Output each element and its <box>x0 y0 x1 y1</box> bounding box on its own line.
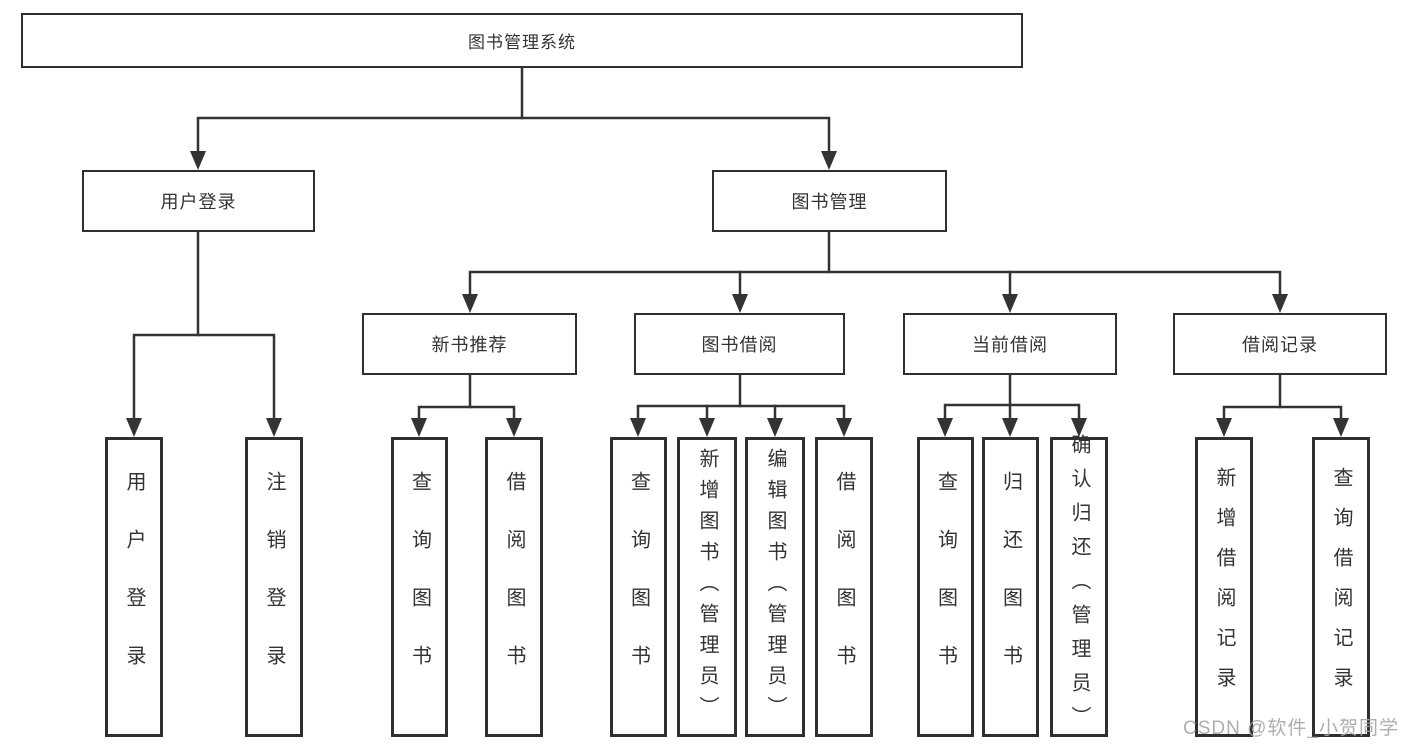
leaf-borrow-books: 借阅图书 <box>815 437 873 737</box>
node-label: 新增图书（管理员） <box>696 447 718 727</box>
node-new-book-recommend: 新书推荐 <box>362 313 577 375</box>
csdn-watermark: CSDN @软件_小贺同学 <box>1183 718 1399 739</box>
leaf-add-borrow-record: 新增借阅记录 <box>1195 437 1253 737</box>
arrowhead <box>630 418 646 437</box>
arrowhead <box>1272 294 1288 313</box>
node-label: 借阅图书 <box>833 471 855 703</box>
node-label: 注销登录 <box>263 471 285 703</box>
arrowhead <box>732 294 748 313</box>
leaf-add-books-admin: 新增图书（管理员） <box>677 437 737 737</box>
arrowhead <box>411 418 427 437</box>
node-label: 确认归还（管理员） <box>1068 434 1090 740</box>
arrowhead <box>1071 418 1087 437</box>
node-label: 查询借阅记录 <box>1330 467 1352 707</box>
node-book-management: 图书管理 <box>712 170 947 232</box>
connector-current-borrow-children <box>937 373 1087 437</box>
leaf-borrow-books: 借阅图书 <box>485 437 543 737</box>
connector-new-book-children <box>411 373 522 437</box>
connector-book-borrow-children <box>630 373 852 437</box>
node-book-borrow: 图书借阅 <box>634 313 845 375</box>
leaf-query-books: 查询图书 <box>391 437 448 737</box>
leaf-user-login: 用户登录 <box>105 437 163 737</box>
connector-user-login-children <box>126 230 282 437</box>
arrowhead <box>266 418 282 437</box>
leaf-return-books: 归还图书 <box>982 437 1039 737</box>
node-label: 新书推荐 <box>431 335 508 355</box>
arrowhead <box>821 151 837 170</box>
node-label: 借阅图书 <box>503 471 525 703</box>
leaf-query-borrow-record: 查询借阅记录 <box>1312 437 1370 737</box>
node-library-management-system: 图书管理系统 <box>21 13 1023 68</box>
arrowhead <box>1002 418 1018 437</box>
node-label: 当前借阅 <box>972 335 1048 355</box>
node-label: 图书管理 <box>791 192 868 212</box>
node-borrow-records: 借阅记录 <box>1173 313 1387 375</box>
node-label: 图书管理系统 <box>468 33 576 52</box>
node-label: 查询图书 <box>627 471 650 703</box>
arrowhead <box>836 418 852 437</box>
node-label: 新增借阅记录 <box>1213 467 1235 707</box>
arrowhead <box>126 418 142 437</box>
node-label: 归还图书 <box>999 471 1022 703</box>
leaf-confirm-return-admin: 确认归还（管理员） <box>1050 434 1108 740</box>
leaf-query-books: 查询图书 <box>917 437 974 737</box>
arrowhead <box>767 418 783 437</box>
node-label: 用户登录 <box>123 471 145 703</box>
arrowhead <box>1216 418 1232 437</box>
leaf-logout: 注销登录 <box>245 437 303 737</box>
node-label: 用户登录 <box>160 192 237 212</box>
node-label: 查询图书 <box>934 471 957 703</box>
connector-root-to-level2 <box>190 66 837 170</box>
node-label: 图书借阅 <box>701 335 778 355</box>
node-current-borrow: 当前借阅 <box>903 313 1117 375</box>
arrowhead <box>462 294 478 313</box>
arrowhead <box>1002 294 1018 313</box>
leaf-edit-books-admin: 编辑图书（管理员） <box>745 437 805 737</box>
node-label: 借阅记录 <box>1242 335 1318 355</box>
arrowhead <box>699 418 715 437</box>
arrowhead <box>506 418 522 437</box>
node-user-login: 用户登录 <box>82 170 315 232</box>
connector-borrow-records-children <box>1216 373 1349 437</box>
connector-book-mgmt-to-level3 <box>462 230 1288 313</box>
node-label: 查询图书 <box>408 471 431 703</box>
arrowhead <box>1333 418 1349 437</box>
arrowhead <box>190 151 206 170</box>
arrowhead <box>937 418 953 437</box>
node-label: 编辑图书（管理员） <box>764 447 786 727</box>
leaf-query-books: 查询图书 <box>610 437 667 737</box>
